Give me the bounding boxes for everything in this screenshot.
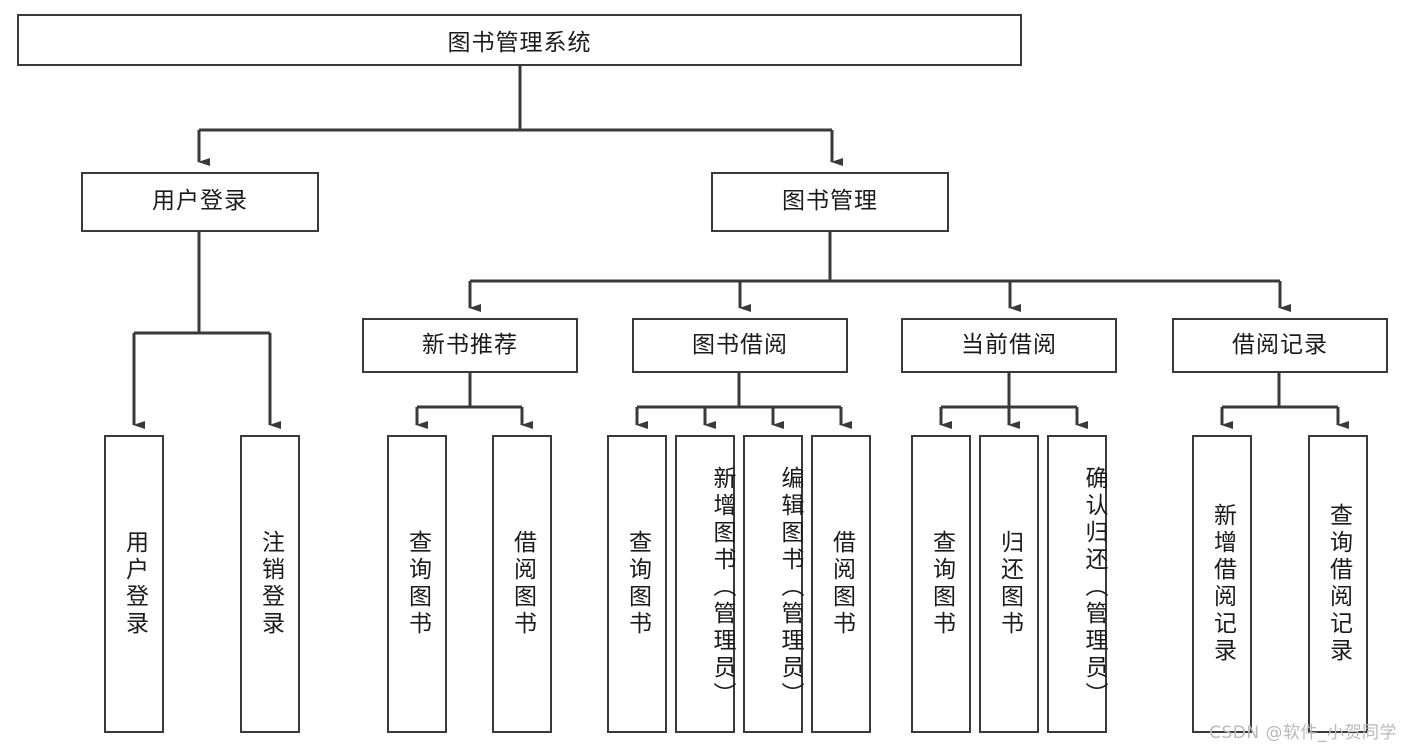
leaf-confirm-return-admin[interactable]: 确认归还（管理员） [1047,435,1107,733]
leaf-return-book[interactable]: 归还图书 [979,435,1039,733]
node-borrow-records[interactable]: 借阅记录 [1172,318,1388,373]
node-user-login[interactable]: 用户登录 [81,172,319,232]
leaf-user-login[interactable]: 用户登录 [104,435,164,733]
node-book-borrow[interactable]: 图书借阅 [632,318,848,373]
csdn-watermark: CSDN @软件_小贺同学 [1209,723,1397,743]
leaf-borrow-book[interactable]: 借阅图书 [811,435,871,733]
leaf-logout[interactable]: 注销登录 [240,435,300,733]
node-new-book-recommend[interactable]: 新书推荐 [362,318,578,373]
leaf-query-book-current[interactable]: 查询图书 [911,435,971,733]
leaf-add-book-admin[interactable]: 新增图书（管理员） [675,435,735,733]
leaf-add-borrow-record[interactable]: 新增借阅记录 [1192,435,1252,733]
node-root-system[interactable]: 图书管理系统 [17,14,1022,66]
leaf-query-book-borrow[interactable]: 查询图书 [607,435,667,733]
node-book-management[interactable]: 图书管理 [711,172,949,232]
node-current-borrow[interactable]: 当前借阅 [901,318,1117,373]
leaf-borrow-book-recommend[interactable]: 借阅图书 [492,435,552,733]
leaf-edit-book-admin[interactable]: 编辑图书（管理员） [743,435,803,733]
leaf-query-book-recommend[interactable]: 查询图书 [387,435,447,733]
leaf-query-borrow-record[interactable]: 查询借阅记录 [1308,435,1368,733]
